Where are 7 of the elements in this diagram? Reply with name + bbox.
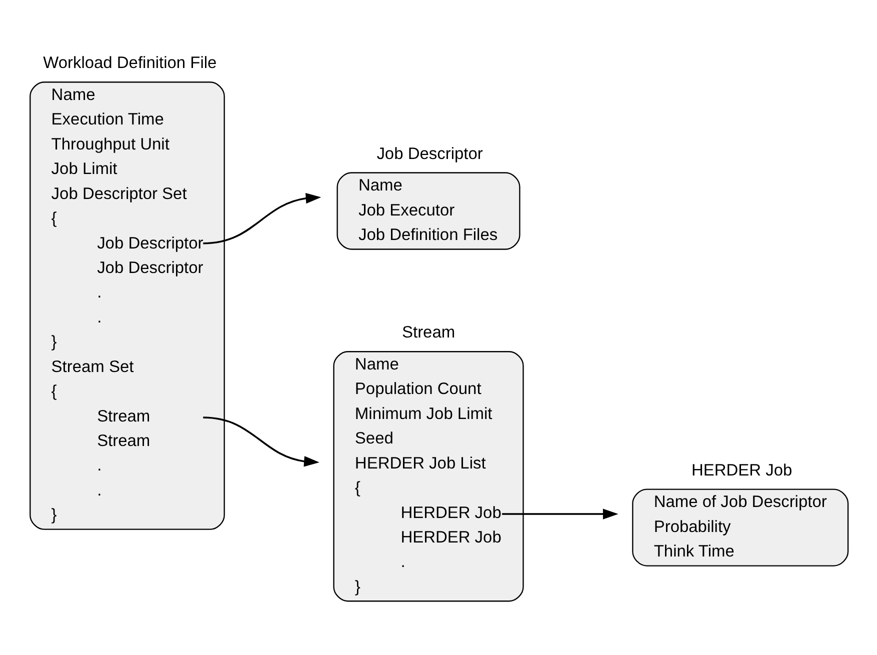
- node-label: HERDER Job: [692, 461, 792, 480]
- node-label: Stream: [402, 324, 456, 342]
- arrow: [502, 508, 618, 520]
- node-label: Workload Definition File: [43, 54, 217, 72]
- arrow: [203, 416, 320, 467]
- arrow: [203, 192, 322, 244]
- node-label: Job Descriptor: [376, 144, 483, 163]
